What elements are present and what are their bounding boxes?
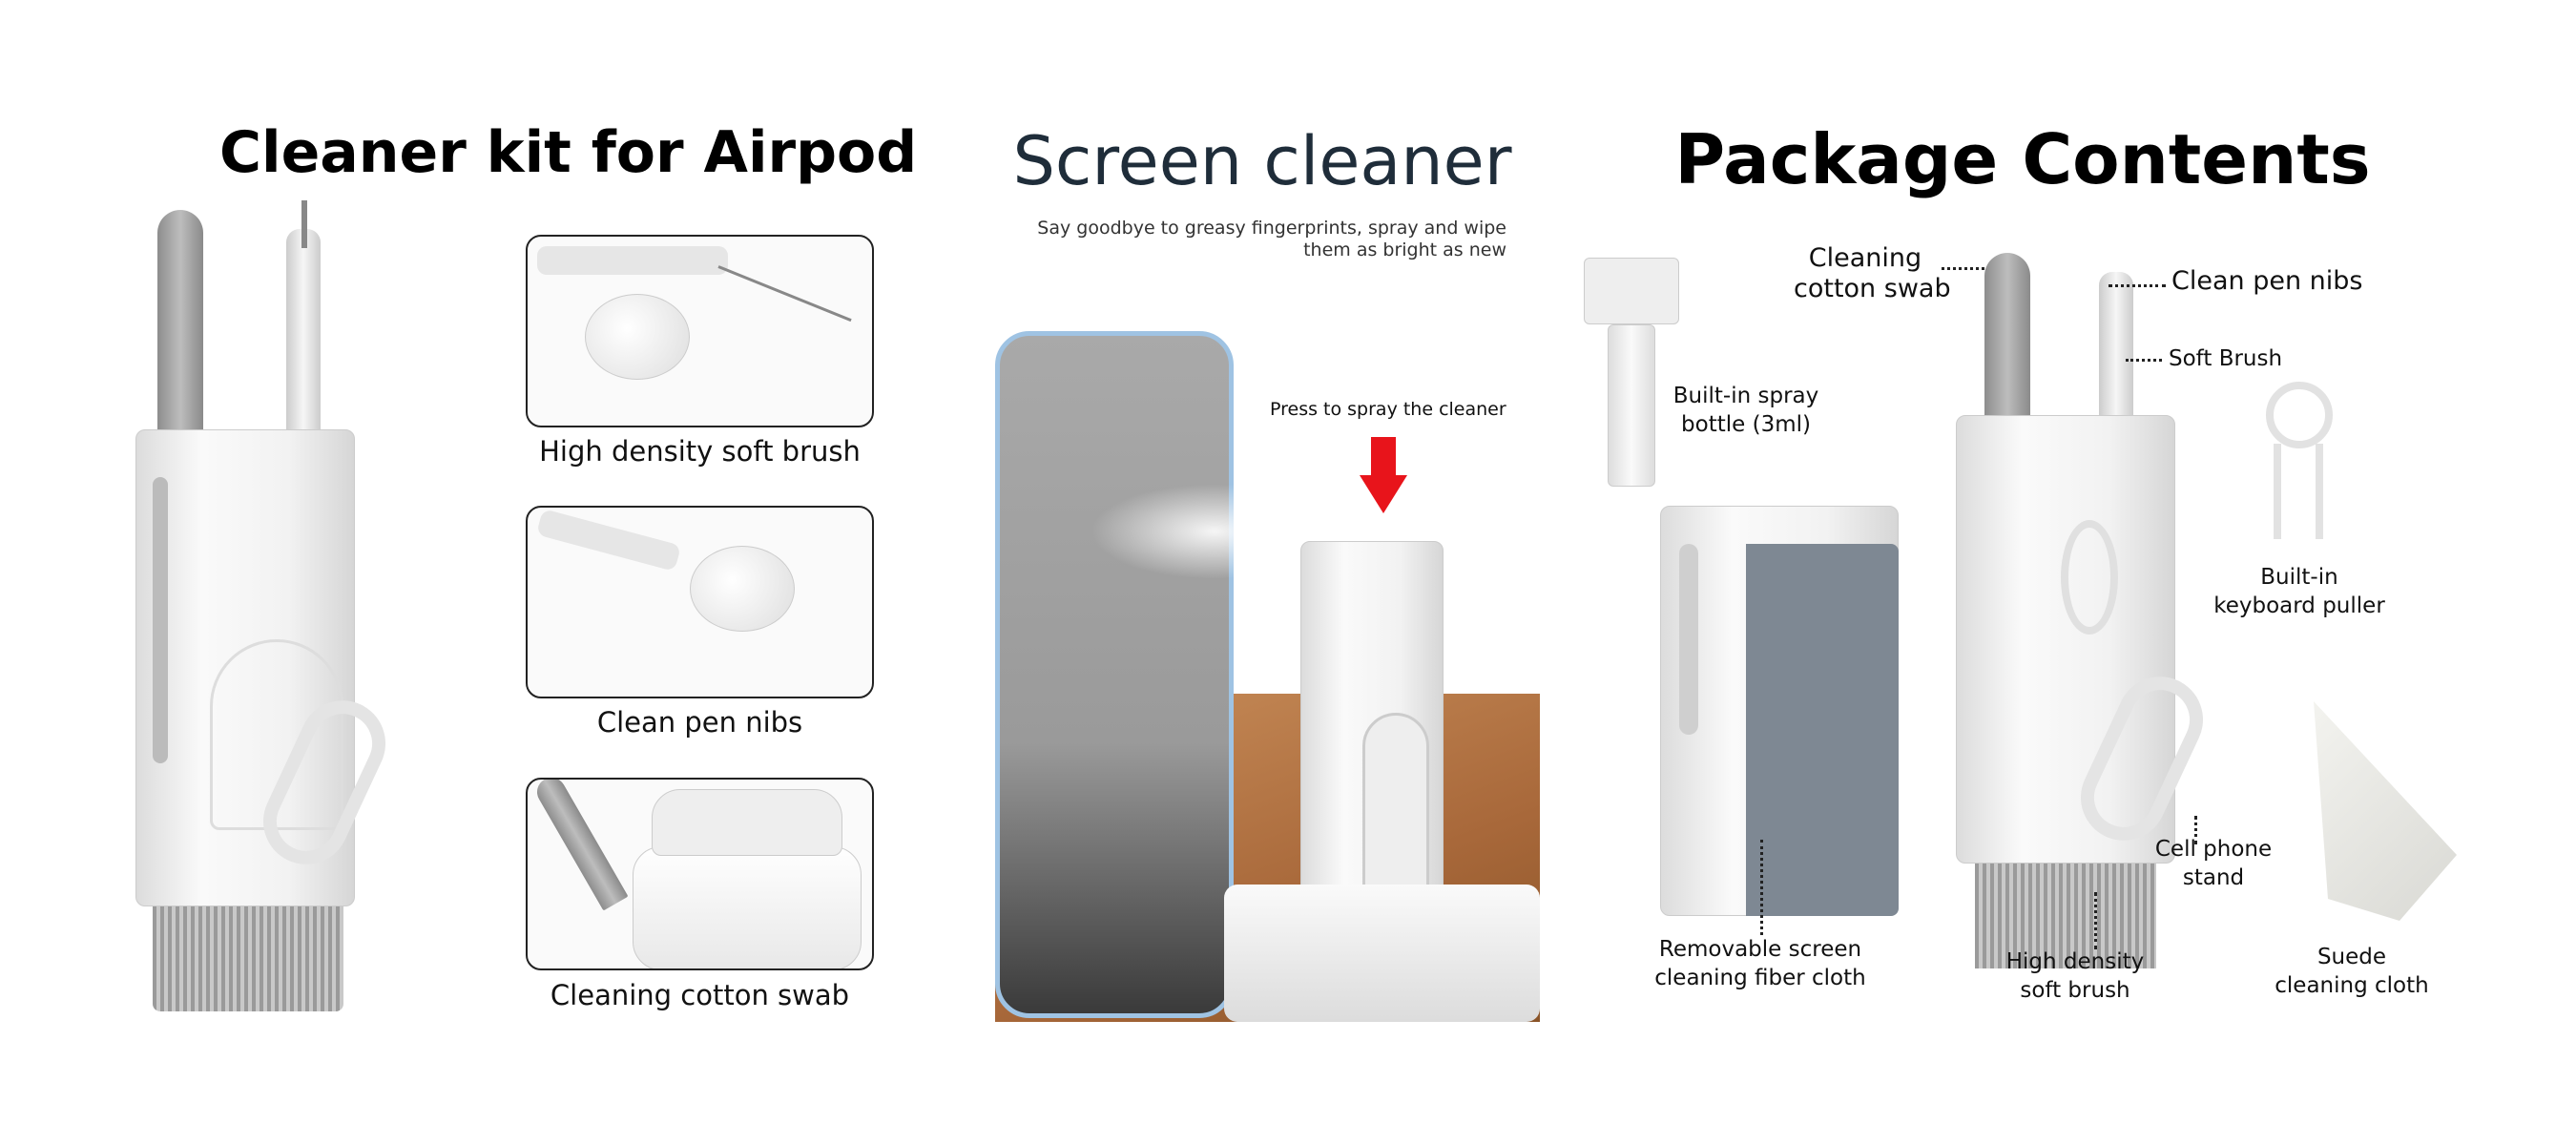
package-contents-title: Package Contents [1674,119,2371,199]
label-line: Built-in spray [1672,384,1819,408]
label-line: keyboard puller [2213,593,2385,618]
cleaner-kit-product-image [124,200,429,1011]
label-soft-brush: Soft Brush [2169,346,2283,371]
subtitle-line-1: Say goodbye to greasy fingerprints, spra… [1037,218,1506,239]
pen-nibs-image-box [526,506,874,698]
red-arrowhead-icon [1360,475,1407,513]
label-line: Cell phone [2154,837,2273,862]
label-spray-bottle: Built-in spray bottle (3ml) [1655,382,1837,439]
label-line: cleaning fiber cloth [1654,966,1866,990]
caption-pen-nibs: Clean pen nibs [596,706,803,739]
soft-brush-image-box [526,235,874,427]
label-pen-nibs: Clean pen nibs [2171,266,2363,296]
label-line: soft brush [2020,978,2130,1003]
label-cotton-swab: Cleaning cotton swab [1794,243,1951,304]
press-to-spray-label: Press to spray the cleaner [1270,399,1506,420]
fiber-cloth-unit-image [1660,506,1899,916]
label-suede-cloth: Suede cleaning cloth [2266,943,2438,1000]
package-kit-image [1946,253,2217,997]
label-line: stand [2182,865,2245,890]
caption-cotton-swab: Cleaning cotton swab [550,979,850,1011]
cotton-swab-image-box [526,778,874,970]
callout-line [2194,816,2197,844]
label-line: bottle (3ml) [1681,412,1811,437]
callout-line [1942,267,1984,270]
label-line: cotton swab [1794,274,1951,303]
caption-soft-brush: High density soft brush [539,435,861,468]
airpod-kit-title: Cleaner kit for Airpod [219,119,918,186]
spray-bottle-image [1579,258,1684,496]
label-fiber-cloth: Removable screen cleaning fiber cloth [1641,935,1880,992]
label-soft-brush-density: High density soft brush [1989,947,2161,1005]
label-line: Built-in [2260,565,2338,590]
callout-line [2109,284,2166,287]
callout-line [2126,359,2162,362]
screen-cleaner-photo [995,312,1540,1022]
subtitle-line-2: them as bright as new [1303,239,1506,260]
label-line: Removable screen [1658,937,1862,962]
screen-cleaner-subtitle: Say goodbye to greasy fingerprints, spra… [995,218,1506,261]
label-line: cleaning cloth [2275,973,2429,998]
red-arrow-down-icon [1371,437,1396,477]
label-phone-stand: Cell phone stand [2151,835,2275,892]
callout-line [2094,892,2097,949]
suede-cloth-image [2314,701,2457,921]
screen-cleaner-title: Screen cleaner [1012,122,1512,200]
label-line: Suede [2316,945,2387,969]
label-keyboard-puller: Built-in keyboard puller [2204,563,2395,620]
callout-line [1760,840,1763,935]
label-line: High density [2005,949,2145,974]
label-line: Cleaning [1808,243,1922,273]
keyboard-puller-image [2266,382,2333,544]
